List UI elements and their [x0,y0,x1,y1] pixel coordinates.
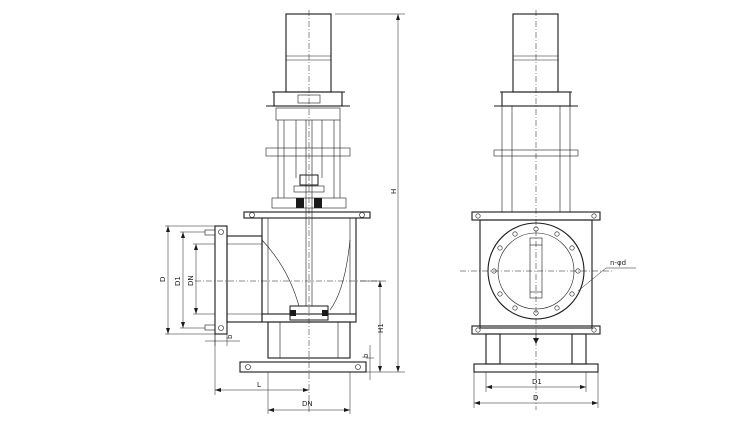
dimension-b-bottom: b [362,345,374,380]
inlet-flange [204,225,263,335]
dimension-b-flange-label: b [226,334,234,339]
dimension-d1-right: D1 [485,372,587,392]
dimension-d-right-label: D [533,394,538,402]
dimension-d-left-label: D [159,277,167,282]
dimension-d-left: D [159,225,215,335]
dimension-h1-label: H1 [377,323,385,333]
callout-n-phi-d: n-φd [577,259,636,292]
dimension-dn-left: DN [187,243,215,315]
dimension-d1-left: D1 [174,231,205,329]
dimension-dn-bottom: DN [267,372,351,414]
dimension-l: L [214,334,309,395]
dimension-dn-left-label: DN [187,275,195,286]
dimension-d1-right-label: D1 [532,378,542,386]
callout-n-phi-d-label: n-φd [610,259,626,267]
front-view: n-φd D1 D [460,10,636,410]
dimension-h-label: H [390,189,398,194]
dimension-l-label: L [257,381,261,389]
valve-stem [305,120,313,312]
dimension-dn-bottom-label: DN [302,400,313,408]
actuator-cylinder [272,13,345,93]
side-section-view: H H1 b D [159,10,405,414]
actuator-yoke [243,91,371,219]
dimension-d-right: D [473,372,599,408]
dimension-b-bottom-label: b [362,353,370,358]
dimension-h: H [335,13,405,373]
dimension-b-flange: b [205,334,240,346]
dimension-h1: H1 [360,280,386,372]
dimension-d1-left-label: D1 [174,276,182,286]
outlet-flange [239,313,367,373]
